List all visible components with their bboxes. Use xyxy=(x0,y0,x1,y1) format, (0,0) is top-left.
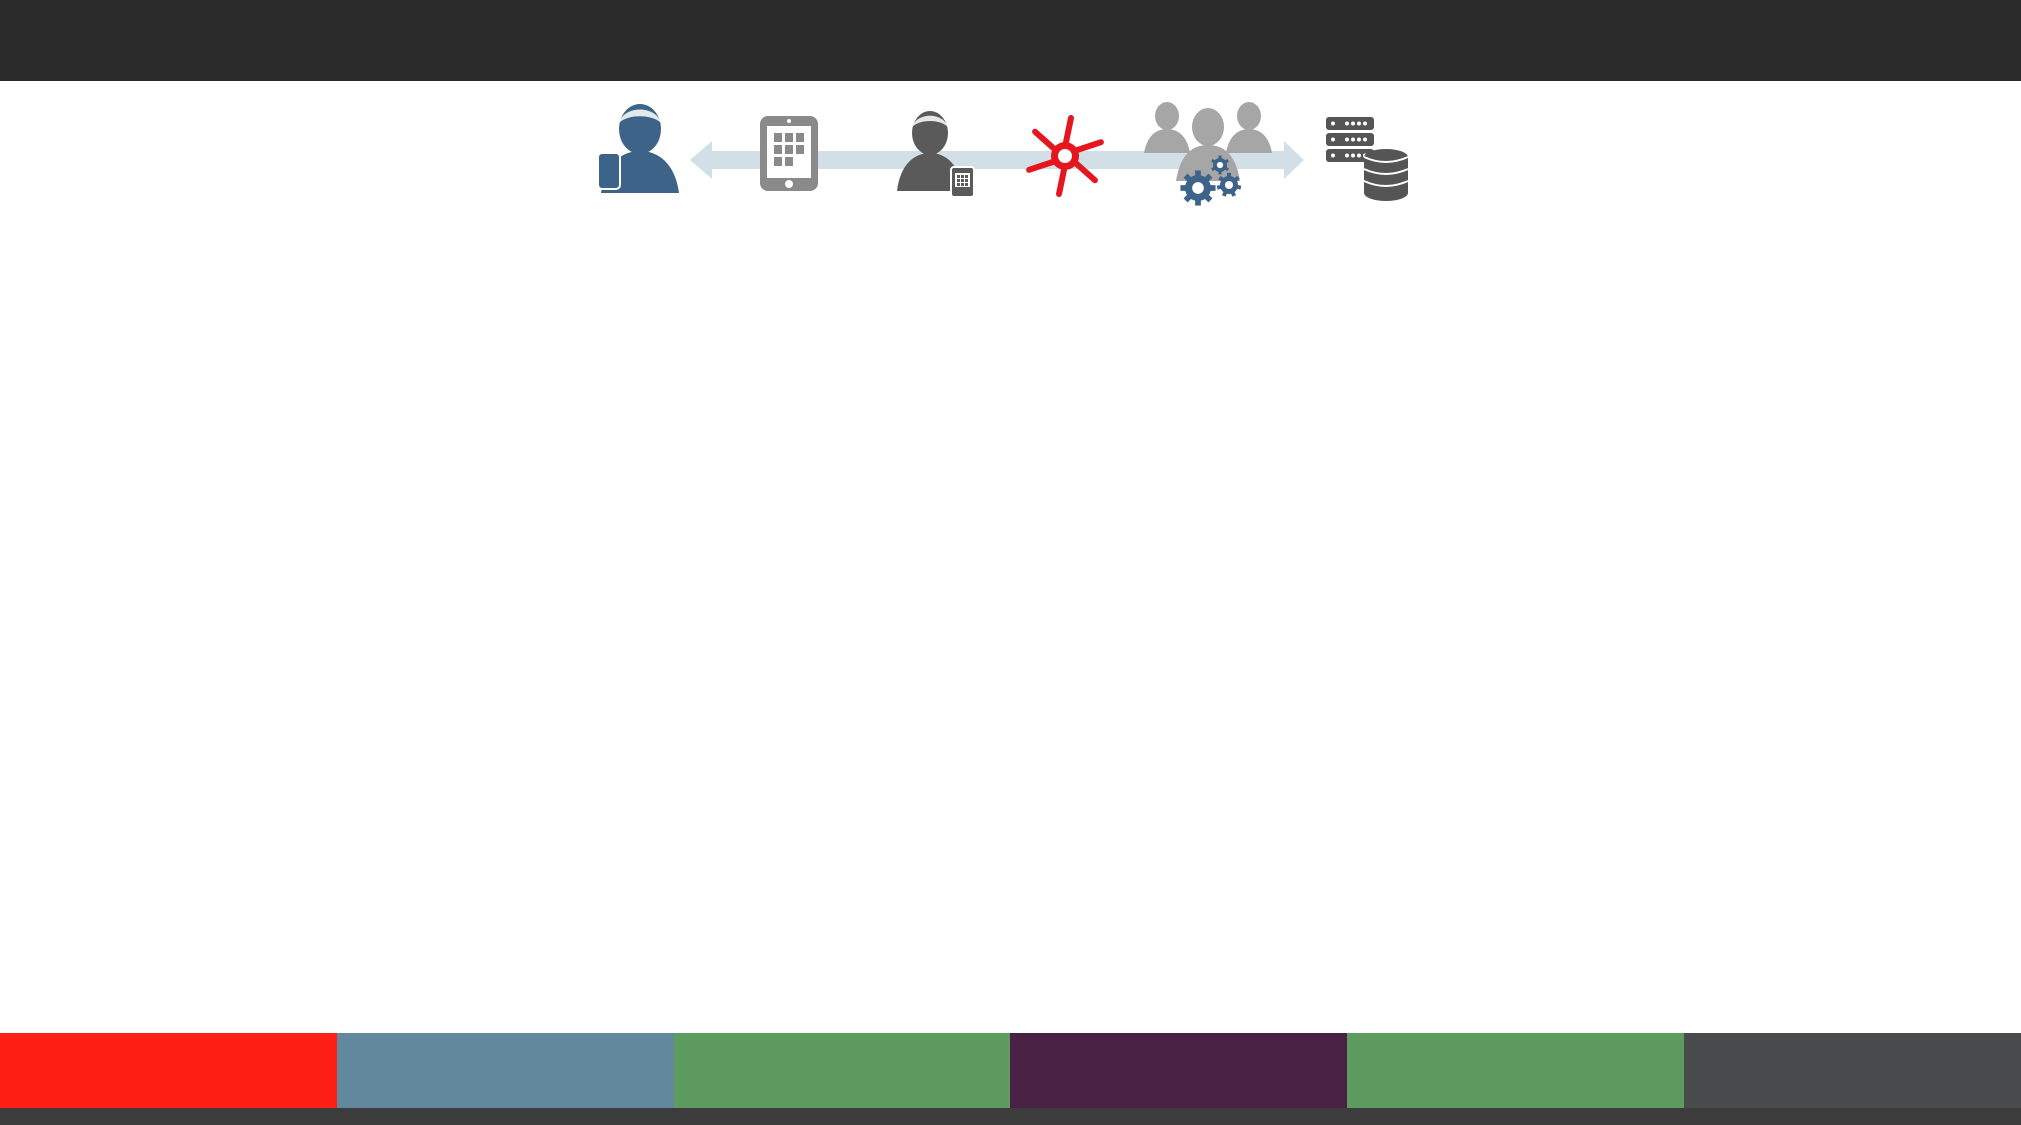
top-bar xyxy=(0,0,2021,81)
color-swatch-1 xyxy=(0,1033,337,1108)
user-with-phone-icon xyxy=(597,104,679,193)
double-arrow xyxy=(690,141,1304,179)
bottom-bar xyxy=(0,1108,2021,1125)
color-swatch-2 xyxy=(336,1033,674,1108)
color-strip xyxy=(0,1033,2021,1108)
server-database-icon xyxy=(1326,117,1409,201)
user-with-tablet-icon xyxy=(897,111,975,198)
color-swatch-5 xyxy=(1347,1033,1685,1108)
color-swatch-6 xyxy=(1684,1033,2021,1108)
flow-diagram xyxy=(0,81,2021,221)
team-gears-icon xyxy=(1144,102,1272,206)
color-swatch-3 xyxy=(673,1033,1011,1108)
tablet-icon xyxy=(760,116,818,191)
shutter-logo-icon xyxy=(1026,115,1104,197)
color-swatch-4 xyxy=(1010,1033,1348,1108)
